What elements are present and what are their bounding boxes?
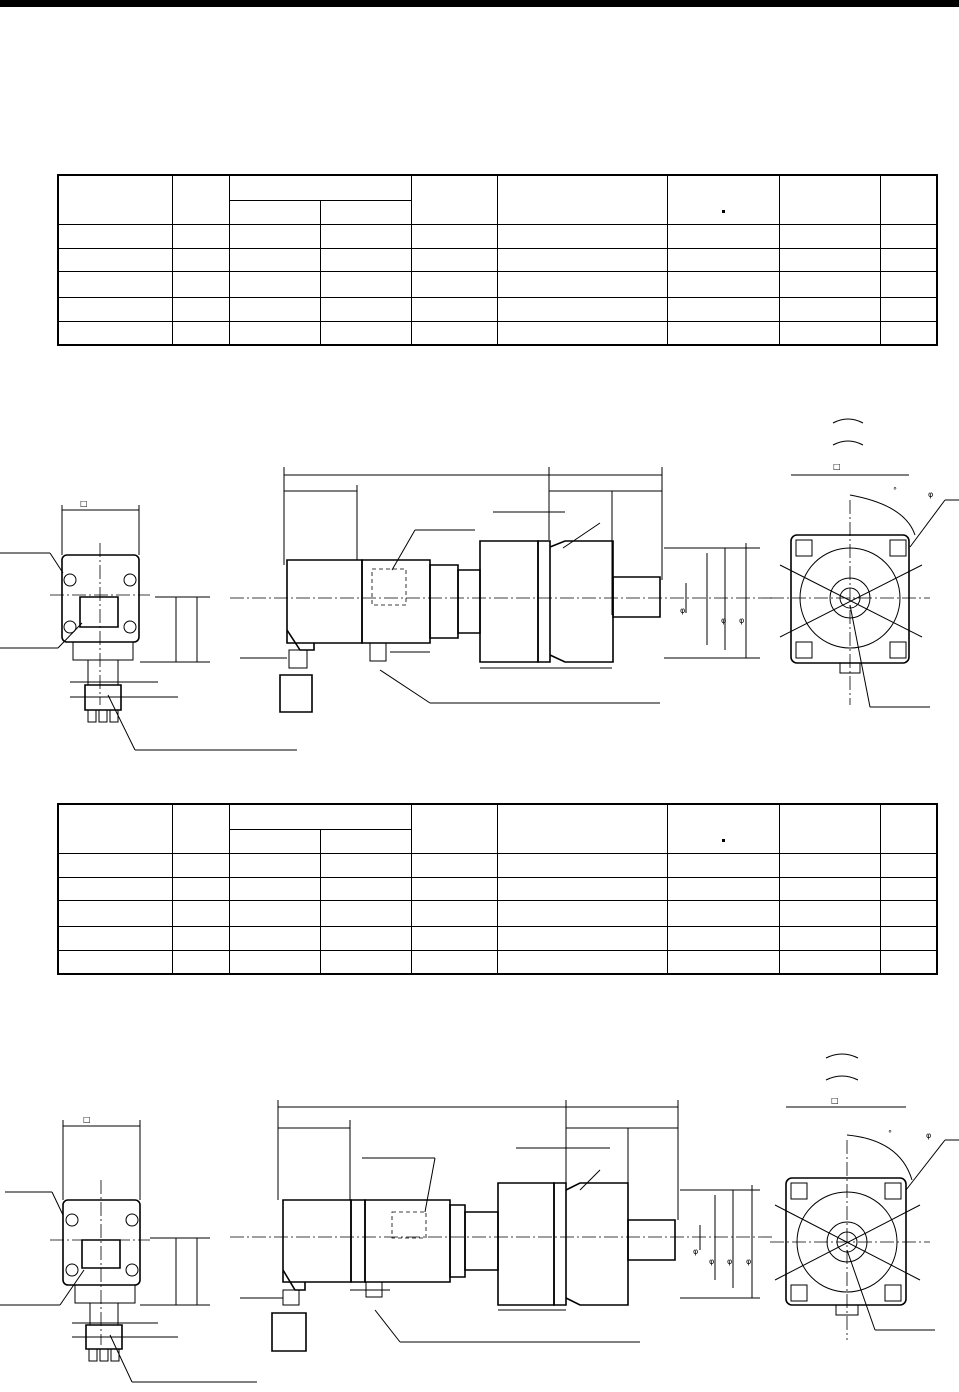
header-cell: [228, 174, 412, 201]
diameter-symbol: φ: [928, 490, 933, 499]
diameter-symbol: φ: [693, 1247, 698, 1256]
flange-front-view: □ ° φ: [770, 419, 959, 707]
motor-dimension-drawing-1: □: [0, 405, 959, 775]
diameter-symbol: φ: [680, 606, 685, 615]
table-row: [57, 852, 938, 878]
header-cell: [171, 174, 230, 225]
header-cell: [496, 174, 668, 225]
table-row: [57, 876, 938, 902]
table-row: [57, 271, 938, 298]
header-cell: [57, 174, 173, 225]
header-cell: [228, 199, 321, 225]
table-row: [57, 223, 938, 249]
square-symbol: □: [80, 499, 88, 508]
header-cell: [171, 803, 230, 854]
header-cell: [496, 803, 668, 854]
table-row: [57, 925, 938, 951]
header-cell: [57, 803, 173, 854]
spec-table-1: [57, 174, 938, 346]
diameter-symbol: φ: [727, 1257, 732, 1266]
square-symbol: □: [831, 1096, 839, 1105]
flange-front-view: □ ° φ: [770, 1054, 959, 1340]
header-cell: [228, 828, 321, 854]
motor-side-view: φ φ φ φ: [230, 1100, 775, 1351]
dot-mark: [721, 838, 725, 842]
motor-side-view: φ φ φ: [230, 467, 775, 712]
header-cell: [666, 803, 780, 854]
header-cell: [319, 199, 412, 225]
connector-end-view: □: [0, 499, 297, 750]
diameter-symbol: φ: [746, 1257, 751, 1266]
header-cell: [666, 174, 780, 225]
connector-end-view: □: [0, 1115, 257, 1382]
header-cell: [778, 174, 881, 225]
diameter-symbol: φ: [709, 1257, 714, 1266]
diameter-symbol: φ: [739, 616, 744, 625]
table-row: [57, 900, 938, 927]
table-row: [57, 296, 938, 322]
header-cell: [879, 803, 938, 854]
header-cell: [879, 174, 938, 225]
diameter-symbol: φ: [926, 1131, 931, 1140]
spec-table-2: [57, 803, 938, 975]
table-row: [57, 949, 938, 975]
header-cell: [778, 803, 881, 854]
degree-symbol: °: [888, 1129, 892, 1138]
square-symbol: □: [833, 462, 841, 471]
table-row: [57, 320, 938, 346]
degree-symbol: °: [893, 486, 897, 495]
dot-mark: [721, 209, 725, 213]
top-rule: [0, 0, 959, 7]
header-cell: [410, 803, 498, 854]
header-cell: [228, 803, 412, 830]
header-cell: [410, 174, 498, 225]
header-cell: [319, 828, 412, 854]
square-symbol: □: [83, 1115, 91, 1124]
table-row: [57, 247, 938, 273]
diameter-symbol: φ: [721, 616, 726, 625]
motor-dimension-drawing-2: □: [0, 1040, 959, 1390]
